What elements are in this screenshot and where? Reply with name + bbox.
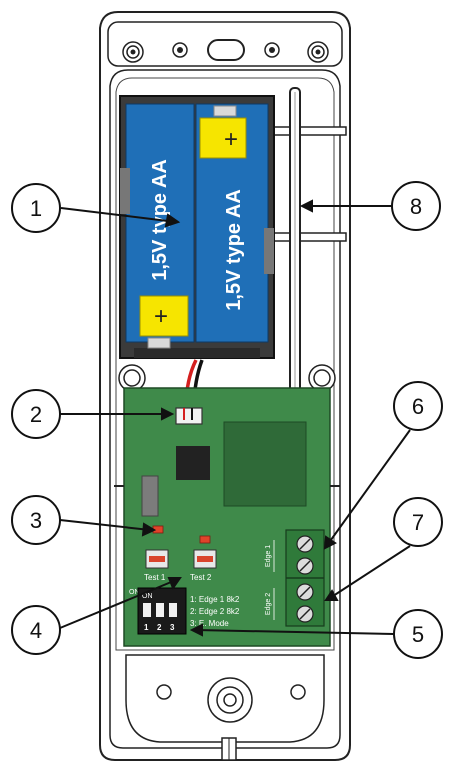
pcb: Test 1 Test 2 ON ON 1 2 3 1: Edge 1 8k2 … — [114, 387, 340, 647]
boss-left — [118, 364, 146, 392]
callouts: 1 2 3 4 5 6 7 8 — [11, 181, 443, 659]
dip-switch-3[interactable] — [169, 603, 177, 617]
terminal-edge2-label: Edge 2 — [265, 593, 272, 615]
leader-4 — [59, 579, 177, 629]
callout-3: 3 — [11, 495, 61, 545]
leader-7 — [329, 545, 411, 599]
callout-4: 4 — [11, 605, 61, 655]
terminal-screw-2[interactable] — [296, 557, 314, 575]
test-button-1[interactable] — [145, 549, 169, 569]
svg-text:6: 6 — [412, 394, 424, 419]
leader-1 — [60, 207, 177, 223]
housing-inner-2 — [115, 77, 335, 651]
callout-8: 8 — [391, 181, 441, 231]
mode-line-1: 1: Edge 1 8k2 — [190, 595, 240, 604]
chip-ic — [176, 446, 210, 480]
battery-right-plus: + — [224, 126, 238, 153]
svg-text:1: 1 — [30, 196, 42, 221]
svg-text:2: 2 — [30, 402, 42, 427]
leader-5 — [195, 629, 395, 635]
callout-1: 1 — [11, 183, 61, 233]
slot-top — [207, 39, 245, 61]
led-2 — [199, 535, 211, 544]
test-button-2-label: Test 2 — [190, 573, 212, 582]
dip-switch-2[interactable] — [156, 603, 164, 617]
hole-bottom-right — [290, 684, 306, 700]
terminal-screw-3[interactable] — [296, 583, 314, 601]
callout-5: 5 — [393, 609, 443, 659]
dip-number-2: 2 — [157, 623, 162, 632]
terminal-edge1-label: Edge 1 — [265, 545, 272, 567]
rf-module — [223, 421, 307, 507]
boss-right — [308, 364, 336, 392]
battery-holder: + 1,5V type AA + 1,5V type AA — [119, 95, 275, 359]
battery-right-plus-cap — [199, 117, 247, 159]
leader-6 — [327, 429, 411, 545]
leader-lines — [59, 199, 411, 637]
antenna-bracket-bottom — [269, 232, 347, 242]
antenna-bracket-top — [269, 126, 347, 136]
battery-connector — [175, 407, 203, 425]
svg-text:8: 8 — [410, 194, 422, 219]
hole-top-right — [264, 42, 280, 58]
svg-text:5: 5 — [412, 622, 424, 647]
callout-7: 7 — [393, 497, 443, 547]
battery-left: + 1,5V type AA — [125, 103, 195, 349]
dip-on-label-small: ON — [142, 593, 153, 600]
screw-top-right — [307, 41, 329, 63]
battery-right: + 1,5V type AA — [195, 103, 269, 343]
battery-left-plus-cap — [139, 295, 189, 337]
component-crystal — [141, 475, 159, 517]
svg-text:4: 4 — [30, 618, 42, 643]
screw-top-left — [122, 41, 144, 63]
dip-switch-1[interactable] — [143, 603, 151, 617]
dip-number-3: 3 — [170, 623, 175, 632]
housing-bottom-recess — [125, 654, 325, 743]
battery-right-label: 1,5V type AA — [223, 189, 245, 311]
callout-2: 2 — [11, 389, 61, 439]
svg-text:7: 7 — [412, 510, 424, 535]
dip-switch[interactable]: ON 1 2 3 — [137, 587, 187, 635]
screw-bottom — [207, 677, 253, 723]
housing-inner — [109, 69, 341, 749]
terminal-screw-4[interactable] — [296, 605, 314, 623]
mode-line-3: 3: E. Mode — [190, 619, 229, 628]
test-button-1-label: Test 1 — [144, 573, 166, 582]
callout-6: 6 — [393, 381, 443, 431]
leader-3 — [59, 519, 151, 531]
mode-line-2: 2: Edge 2 8k2 — [190, 607, 240, 616]
hole-bottom-left — [156, 684, 172, 700]
svg-text:3: 3 — [30, 508, 42, 533]
terminal-screw-1[interactable] — [296, 535, 314, 553]
housing-top-band — [107, 21, 343, 67]
test-button-2[interactable] — [193, 549, 217, 569]
hole-top-left — [172, 42, 188, 58]
terminal-block — [285, 529, 325, 627]
dip-number-1: 1 — [144, 623, 149, 632]
dip-on-label: ON — [129, 589, 140, 596]
battery-left-plus: + — [154, 303, 168, 330]
